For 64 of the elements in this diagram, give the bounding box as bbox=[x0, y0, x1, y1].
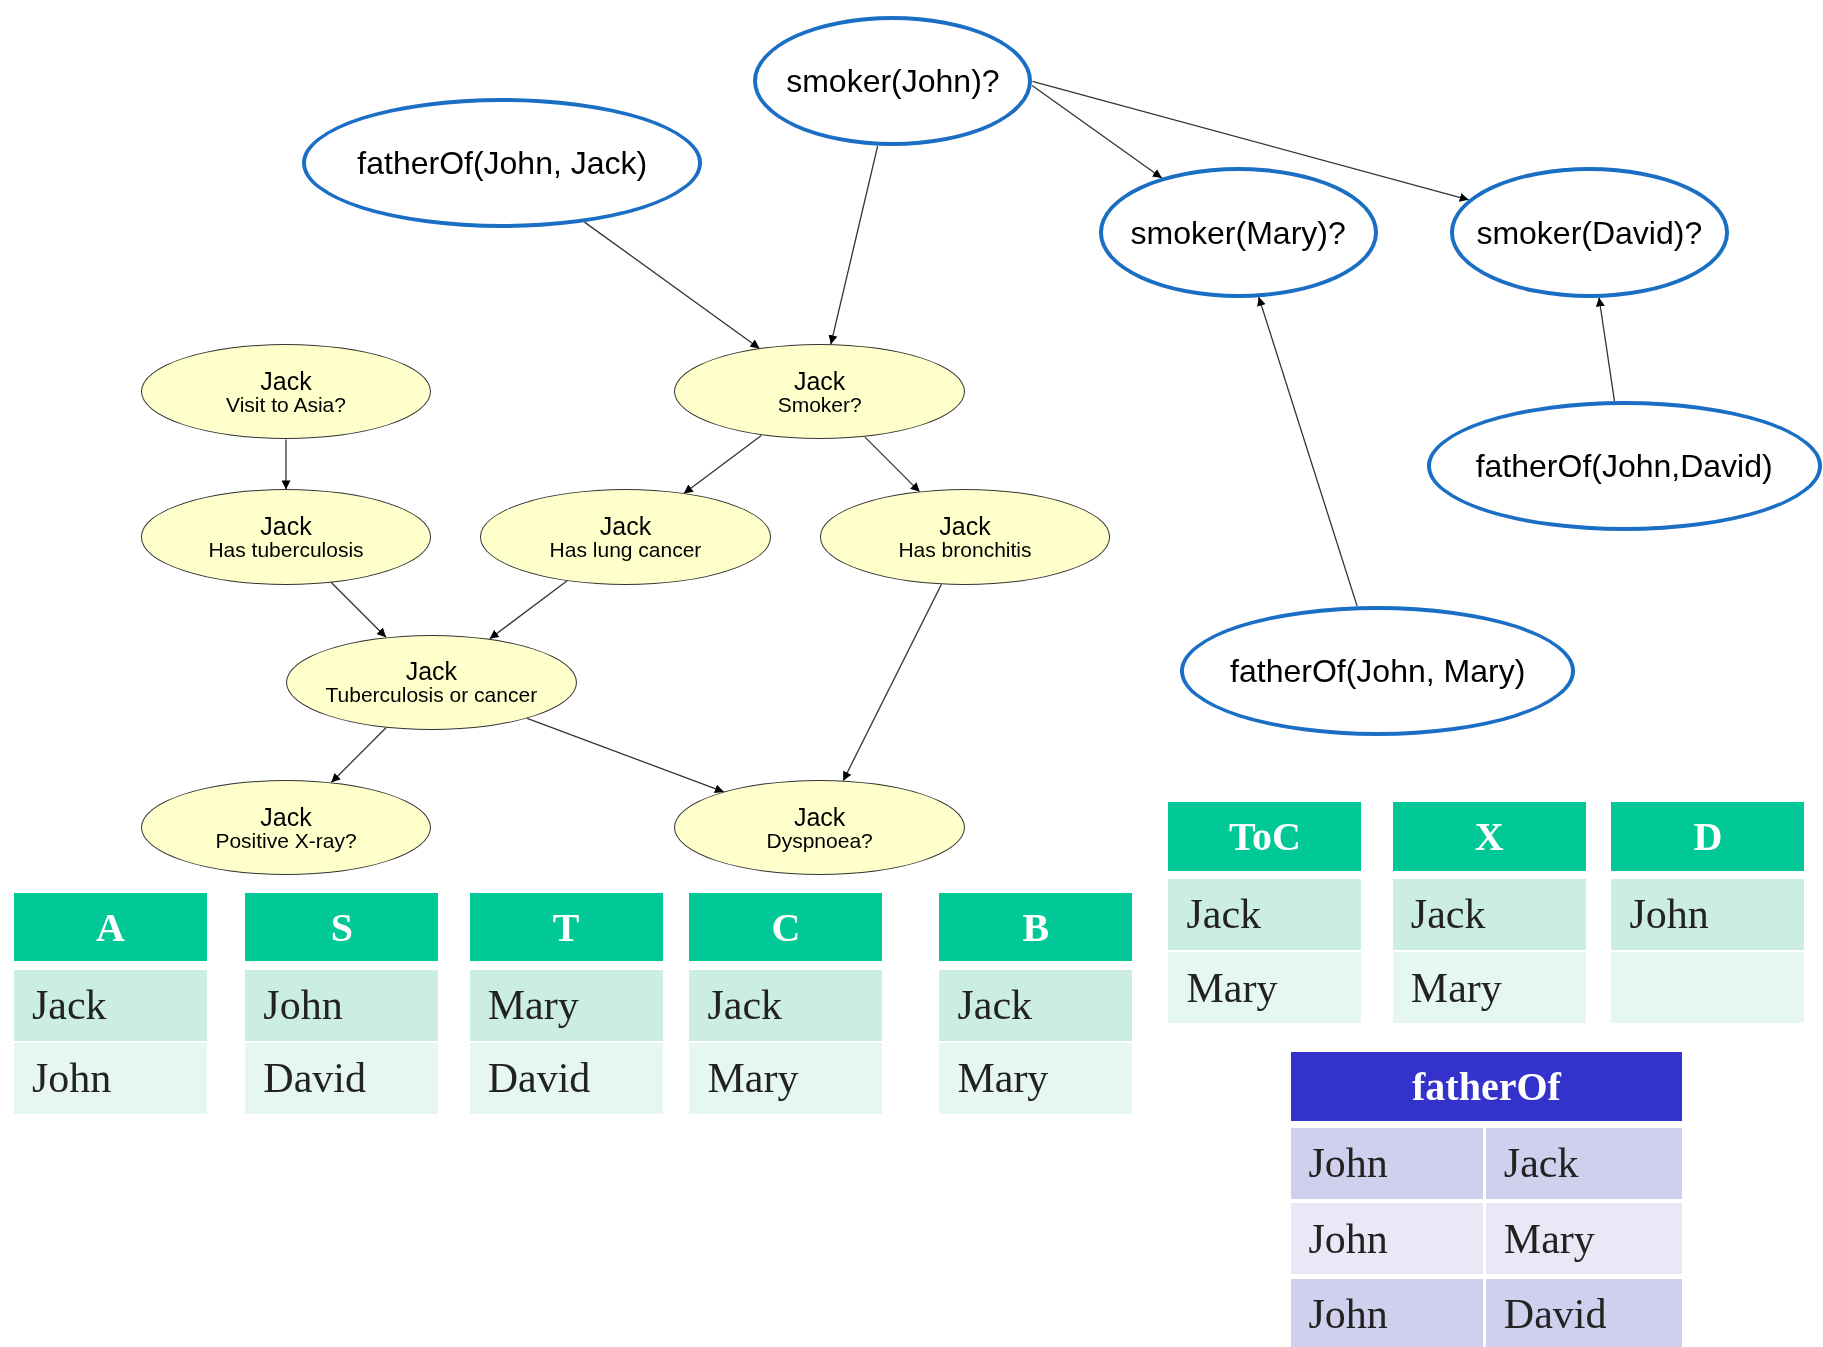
node-title: smoker(John)? bbox=[786, 65, 1000, 98]
node-subtitle: Has bronchitis bbox=[898, 539, 1032, 561]
arrow bbox=[828, 145, 879, 345]
table-cell: Jack bbox=[13, 969, 207, 1041]
arrow bbox=[489, 580, 568, 640]
node-subtitle: Smoker? bbox=[777, 393, 862, 415]
arrow bbox=[526, 717, 725, 793]
table-header: X bbox=[1392, 802, 1586, 871]
table-cell: John bbox=[1290, 1127, 1483, 1199]
table-header: D bbox=[1611, 802, 1805, 871]
node-title: Jack bbox=[793, 804, 846, 830]
arrow bbox=[281, 438, 291, 491]
table-cell: Mary bbox=[939, 1042, 1133, 1114]
node-title: fatherOf(John, Mary) bbox=[1230, 654, 1526, 687]
table-cell: Jack bbox=[1168, 878, 1362, 950]
table-cell: John bbox=[1290, 1203, 1483, 1275]
table-header: ToC bbox=[1168, 802, 1362, 871]
node-title: Jack bbox=[260, 514, 312, 540]
table-header: B bbox=[939, 892, 1133, 962]
arrow bbox=[1257, 296, 1358, 607]
table-cell: John bbox=[245, 969, 439, 1041]
node-subtitle: Visit to Asia? bbox=[226, 393, 346, 415]
node-subtitle: Positive X-ray? bbox=[215, 829, 357, 851]
node-title: Jack bbox=[260, 804, 312, 830]
node-subtitle: Tuberculosis or cancer bbox=[325, 684, 538, 706]
arrow bbox=[1031, 80, 1470, 202]
node-subtitle: Has lung cancer bbox=[549, 539, 702, 561]
table-cell: Jack bbox=[1392, 878, 1586, 950]
node-title: Jack bbox=[793, 368, 846, 394]
node-title: Jack bbox=[405, 659, 458, 685]
arrow bbox=[330, 581, 387, 638]
table-header: A bbox=[13, 892, 207, 962]
node-title: fatherOf(John, Jack) bbox=[357, 146, 648, 179]
table-cell: John bbox=[13, 1042, 207, 1114]
table-cell: John bbox=[1290, 1278, 1483, 1347]
table-cell: Mary bbox=[469, 969, 663, 1041]
node-title: fatherOf(John,David) bbox=[1475, 450, 1773, 483]
node-title: smoker(David)? bbox=[1476, 216, 1703, 249]
arrow bbox=[683, 434, 762, 495]
table-cell: David bbox=[1485, 1278, 1683, 1347]
table-cell: Mary bbox=[1168, 952, 1362, 1024]
node-title: Jack bbox=[599, 514, 652, 540]
node-title: smoker(Mary)? bbox=[1130, 216, 1346, 249]
table-header: S bbox=[245, 892, 439, 962]
arrow bbox=[1595, 296, 1616, 402]
table-cell: Mary bbox=[689, 1042, 883, 1114]
node-title: Jack bbox=[939, 514, 991, 540]
table-cell: John bbox=[1611, 878, 1805, 950]
node-subtitle: Has tuberculosis bbox=[208, 539, 364, 561]
node-subtitle: Dyspnoea? bbox=[766, 829, 873, 851]
table-cell: David bbox=[469, 1042, 663, 1114]
table-cell: Mary bbox=[1485, 1203, 1683, 1275]
arrow bbox=[842, 583, 943, 782]
table-cell: Jack bbox=[939, 969, 1133, 1041]
table-cell: David bbox=[245, 1042, 439, 1114]
table-cell: Jack bbox=[689, 969, 883, 1041]
table-cell: Mary bbox=[1392, 952, 1586, 1024]
table-header: T bbox=[469, 892, 663, 962]
arrow bbox=[1031, 84, 1163, 179]
table-header: C bbox=[689, 892, 883, 962]
node-title: Jack bbox=[260, 368, 312, 394]
arrow bbox=[330, 727, 387, 784]
table-cell: Jack bbox=[1485, 1127, 1683, 1199]
table-header: fatherOf bbox=[1290, 1052, 1683, 1121]
